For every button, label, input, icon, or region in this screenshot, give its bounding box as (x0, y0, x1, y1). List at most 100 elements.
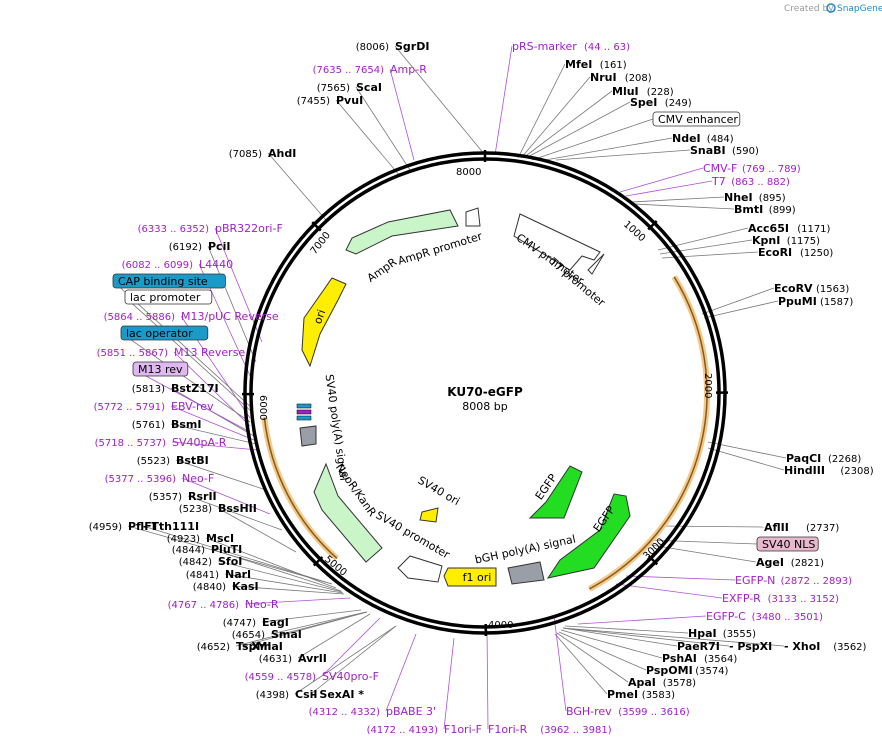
scai-position: (7565) (317, 83, 350, 94)
acc65i-label: Acc65I (748, 222, 789, 235)
ndei-leader (544, 137, 673, 161)
snabi-leader (555, 149, 691, 161)
tick-3000 (647, 555, 659, 566)
smai-label: SmaI (271, 628, 302, 641)
ndei-position: (484) (707, 134, 734, 145)
pflfi-position: (4959) (89, 522, 122, 533)
acc65i-position: (1171) (797, 224, 830, 235)
pcii-position: (6192) (169, 242, 202, 253)
m13-reverse-label: M13 Reverse (174, 346, 245, 359)
ndei-label: NdeI (672, 132, 701, 145)
lac-promoter-tag (124, 289, 213, 305)
sexai-leader (310, 625, 397, 695)
m13-rev-tag (132, 361, 189, 377)
nari-position: (4841) (186, 570, 219, 581)
nrui-leader (520, 76, 591, 159)
sv40-polya-box (299, 425, 317, 447)
sfoi-label: SfoI (218, 555, 242, 568)
xhoi-leader (562, 627, 785, 647)
kasi-label: KasI (232, 580, 259, 593)
pflfi-label: PflFI (128, 520, 156, 533)
pmei-position: (3583) (642, 690, 675, 701)
bstbi-label: BstBI (176, 454, 209, 467)
xhoi-position: (3562) (833, 642, 866, 653)
m13-band (296, 409, 312, 415)
ahdi-position: (7085) (229, 149, 262, 160)
pbabe-3-label: pBABE 3' (386, 705, 436, 718)
scai-label: ScaI (356, 81, 382, 94)
tick-label-4000: 4000 (488, 620, 513, 631)
sv40-promoter-arrow (397, 555, 443, 583)
cmv-enhancer-leader (531, 118, 654, 161)
pluti-label: PluTI (211, 543, 242, 556)
apai-leader (556, 632, 629, 683)
m13-rev-label: M13 rev (138, 363, 183, 376)
hindiii-leader (707, 447, 785, 471)
neo-f-leader (181, 477, 271, 515)
tick-label-2000: 2000 (702, 373, 713, 398)
egfp-n-position: (2872 .. 2893) (781, 576, 853, 587)
kpni-position: (1175) (787, 236, 820, 247)
pvui-leader (335, 99, 401, 177)
paer7i-label: PaeR7I (677, 640, 720, 653)
agei-label: AgeI (756, 556, 784, 569)
xmai-label: - XmaI (243, 640, 283, 653)
bmti-label: BmtI (734, 203, 763, 216)
pshai-position: (3564) (704, 654, 737, 665)
bsmi-position: (5761) (132, 420, 165, 431)
sv40pa-r-position: (5718 .. 5737) (95, 438, 167, 449)
neo-outer-arc (263, 417, 338, 559)
tth111i-leader (142, 525, 333, 585)
sv40-promoter-label: SV40 promoter (374, 509, 453, 562)
avrii-position: (4631) (259, 654, 292, 665)
tick-label-8000: 8000 (456, 167, 481, 178)
spei-label: SpeI (630, 96, 657, 109)
ampr-promoter-label: AmpR promoter (396, 230, 484, 268)
pmei-leader (554, 633, 608, 695)
spei-position: (249) (665, 98, 692, 109)
csii-position: (4398) (256, 690, 289, 701)
cap-band (296, 415, 312, 421)
snapgene-text: SnapGene (837, 4, 882, 14)
amp-r-position: (7635 .. 7654) (313, 65, 385, 76)
pvui-label: PvuI (336, 94, 363, 107)
amp-r-leader (389, 68, 415, 161)
ahdi-label: AhdI (268, 147, 296, 160)
agei-leader (644, 543, 757, 563)
avrii-label: AvrII (298, 652, 327, 665)
outer-feature-arcs (261, 275, 710, 592)
prs-marker-label: pRS-marker (512, 40, 577, 53)
eagi-position: (4747) (223, 618, 256, 629)
ebv-rev-label: EBV-rev (171, 400, 214, 413)
kpni-label: KpnI (752, 234, 780, 247)
msci-label: MscI (206, 532, 234, 545)
paqci-label: PaqCI (786, 452, 821, 465)
sv40-nls-tag (756, 536, 819, 552)
cmv-f-leader (619, 167, 704, 193)
ppumi-position: (1587) (820, 297, 853, 308)
agei-position: (2821) (791, 558, 824, 569)
rsrii-position: (5357) (149, 492, 182, 503)
csii-leader (294, 625, 397, 695)
mlui-label: MluI (612, 85, 639, 98)
rsrii-leader (187, 495, 283, 531)
xmai-leader (242, 611, 368, 647)
ecori-leader (661, 251, 759, 259)
bstz17i-position: (5813) (132, 384, 165, 395)
neokan-arrow (313, 462, 383, 563)
plasmid-length: 8008 bp (462, 400, 507, 413)
ahdi-leader (267, 152, 327, 221)
hindiii-label: HindIII (784, 464, 825, 477)
sv40pro-f-position: (4559 .. 4578) (245, 672, 317, 683)
paer7i-leader (562, 627, 678, 647)
f1ori-f-position: (4172 .. 4193) (367, 725, 439, 736)
neo-f-label: Neo-F (182, 472, 214, 485)
spei-leader (525, 101, 631, 159)
ecorv-label: EcoRV (774, 282, 813, 295)
kpni-leader (659, 239, 753, 255)
pcii-label: PciI (208, 240, 230, 253)
tick-7000 (311, 221, 322, 232)
annotation-labels: SgrDI(8006)pRS-marker(44 .. 63)MfeI(161)… (89, 40, 874, 736)
sv40pa-r-label: SV40pA-R (172, 436, 227, 449)
ori-arrow (301, 277, 347, 368)
